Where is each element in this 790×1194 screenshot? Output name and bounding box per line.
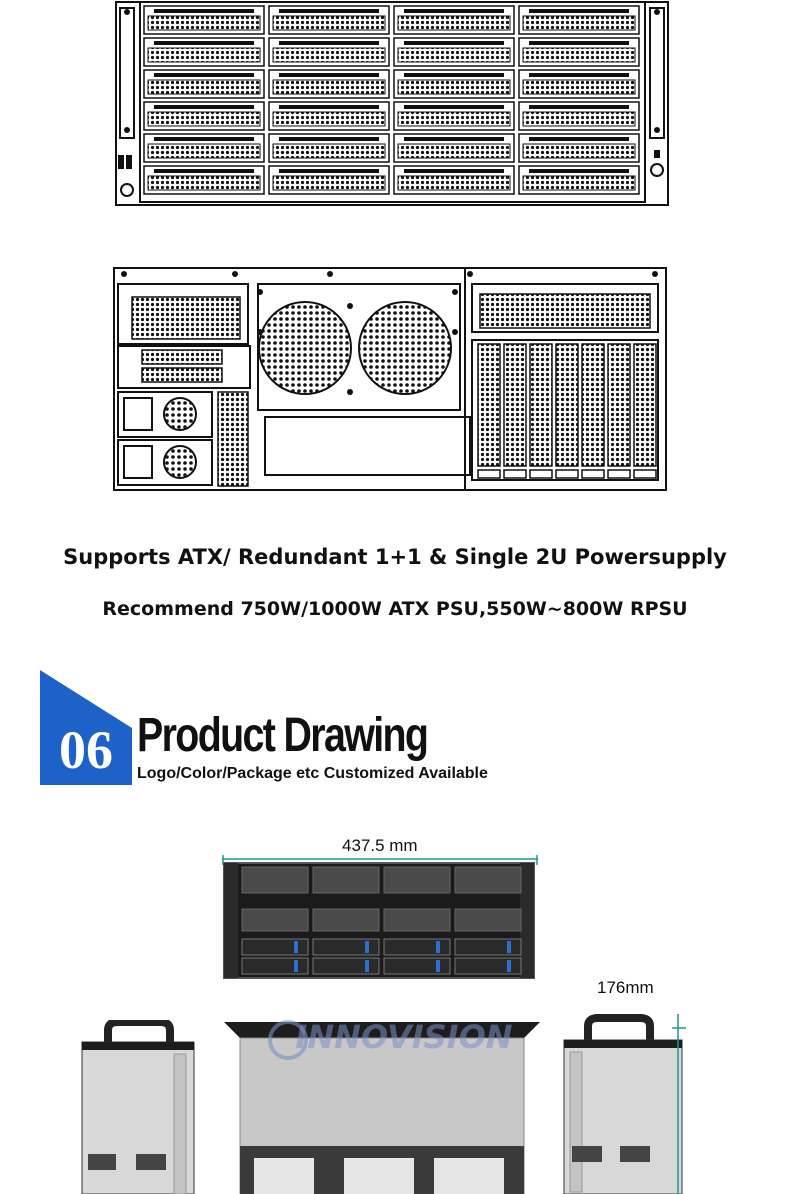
section-subtitle: Logo/Color/Package etc Customized Availa…: [137, 765, 488, 782]
section-number-badge: 06: [40, 670, 132, 785]
rear-panel-drawing: [113, 267, 667, 491]
section-number: 06: [59, 720, 113, 780]
front-view-photo: [222, 855, 538, 979]
right-side-view-photo: [563, 1014, 686, 1194]
psu-support-caption: Supports ATX/ Redundant 1+1 & Single 2U …: [63, 545, 727, 569]
watermark-logo: INNOVISION: [295, 1018, 512, 1056]
depth-dimension-label: 176mm: [597, 978, 654, 997]
top-view-photo: INNOVISION: [224, 1018, 540, 1194]
psu-recommend-caption: Recommend 750W/1000W ATX PSU,550W~800W R…: [102, 598, 688, 620]
section-title: Product Drawing: [137, 709, 429, 762]
front-panel-drawing: [115, 1, 669, 206]
left-side-view-photo: [81, 1020, 195, 1194]
width-dimension-label: 437.5 mm: [342, 836, 418, 855]
